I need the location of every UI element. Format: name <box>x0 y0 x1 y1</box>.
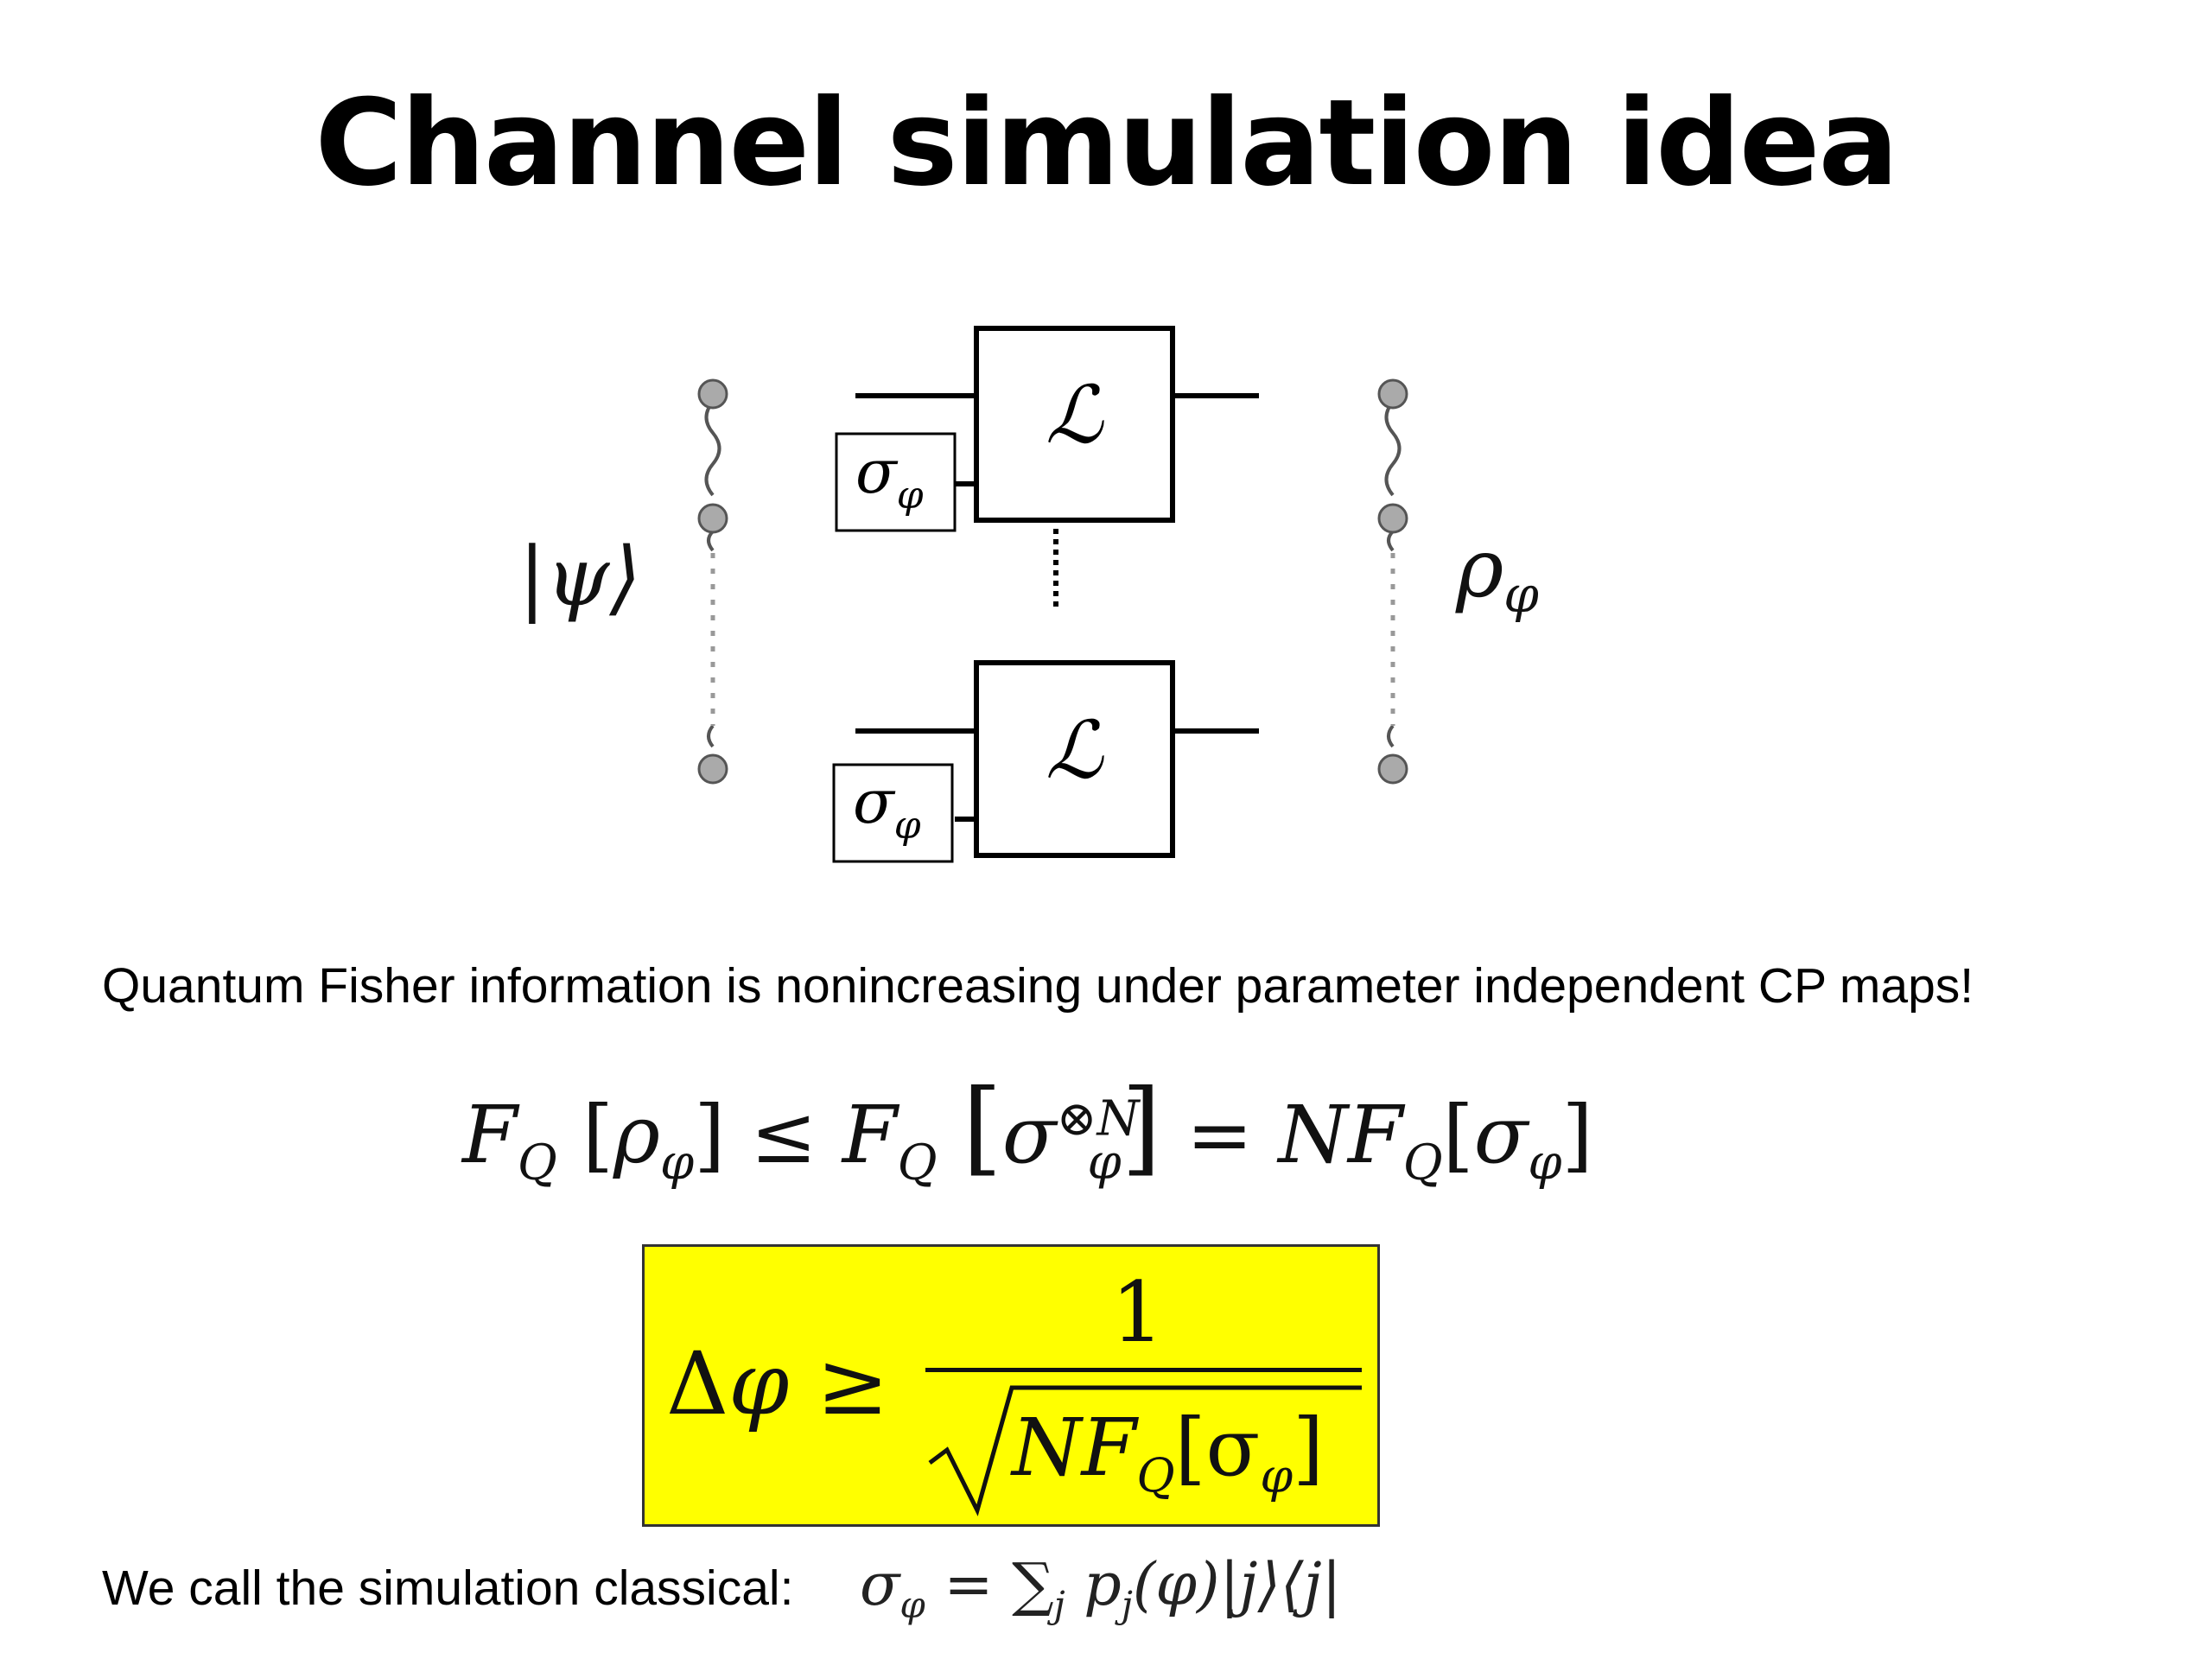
qubit-dot <box>1377 378 1408 410</box>
channel-label: ℒ <box>1046 369 1104 461</box>
input-state-label: |ψ⟩ <box>518 531 641 625</box>
bound-lhs: Δφ ≥ <box>666 1333 889 1434</box>
channel-box <box>974 326 1175 523</box>
input-qubit-chain <box>697 378 728 785</box>
entangling-wave-top <box>1384 400 1402 497</box>
fraction-bar <box>925 1368 1362 1372</box>
svg-text:σφ: σφ <box>855 436 924 518</box>
entangling-wave-low <box>1387 724 1395 748</box>
entangling-wave-mid <box>1387 530 1395 552</box>
entangling-wave-top <box>704 400 721 497</box>
classical-simulation-text: We call the simulation classical: <box>102 1560 794 1616</box>
precision-bound-box: Δφ ≥ 1 NFQ[σφ] <box>642 1244 1380 1527</box>
channel-block-top: ℒ σφ <box>835 326 1259 532</box>
qubit-dot <box>697 503 728 534</box>
qubit-dot <box>697 378 728 410</box>
channel-diagram: ℒ σφ ℒ σφ |ψ⟩ ρφ <box>518 326 1539 863</box>
qfi-inequality: FQ [ρφ] ≤ FQ [σ⊗Nφ] = NFQ[σφ] <box>462 1067 1593 1192</box>
entangling-wave-low <box>707 724 715 748</box>
bound-numerator: 1 <box>1111 1264 1165 1361</box>
output-state-label: ρφ <box>1455 522 1539 624</box>
output-qubit-chain <box>1377 378 1408 785</box>
qubit-dot <box>1377 753 1408 785</box>
channel-box <box>974 660 1175 858</box>
qubit-dot <box>1377 503 1408 534</box>
qubit-dot <box>697 753 728 785</box>
svg-text:σφ: σφ <box>853 766 921 848</box>
bound-denominator: NFQ[σφ] <box>925 1381 1362 1519</box>
page-title: Channel simulation idea <box>315 73 1898 213</box>
channel-block-bottom: ℒ σφ <box>832 660 1259 863</box>
entangling-wave-mid <box>707 530 715 552</box>
classical-simulation-formula: σφ = ∑j pj(φ)|j⟩⟨j| <box>860 1551 1342 1626</box>
channel-label: ℒ <box>1046 704 1104 797</box>
sigma-box <box>835 432 957 532</box>
sigma-box <box>832 763 954 863</box>
qfi-statement: Quantum Fisher information is nonincreas… <box>102 958 1974 1014</box>
